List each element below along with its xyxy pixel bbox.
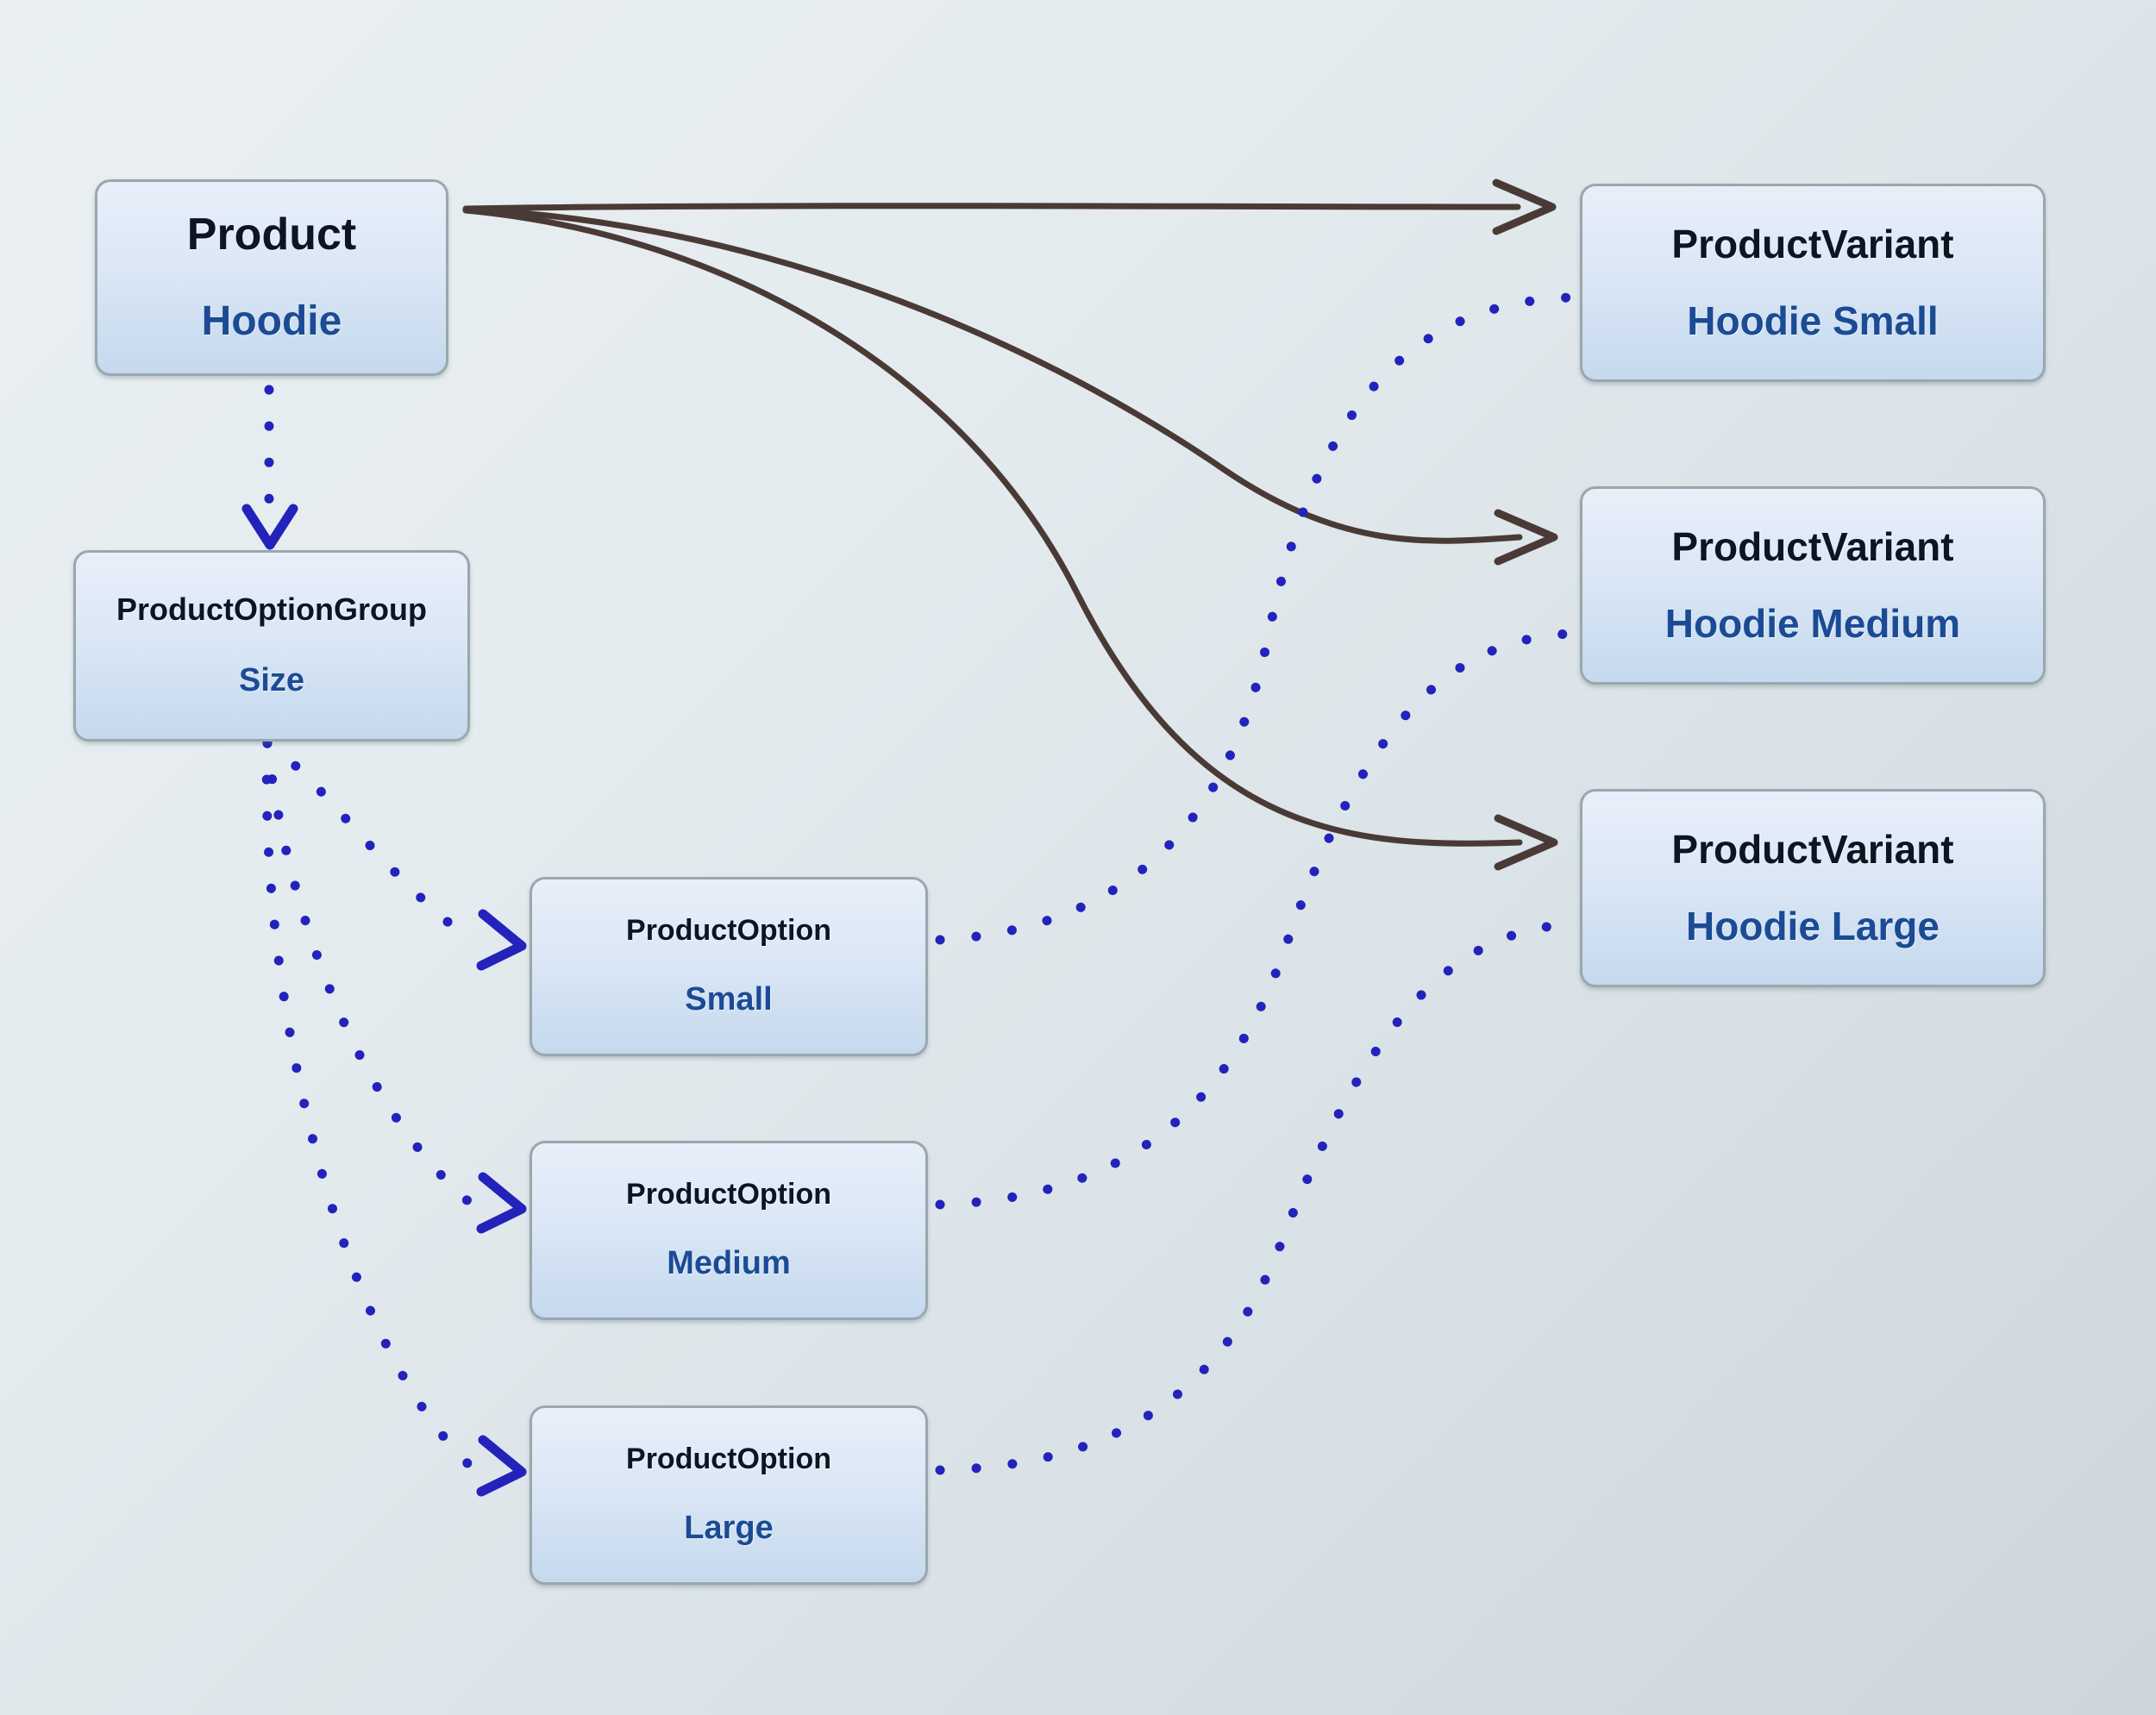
node-product-option-small-type: ProductOption xyxy=(626,914,831,948)
edge-option-small-to-variant-small xyxy=(935,292,1575,945)
edge-product-to-variant-medium xyxy=(462,206,1558,566)
edge-option-medium-to-variant-medium xyxy=(935,629,1575,1210)
edge-group-to-option-small xyxy=(262,738,527,971)
node-product-option-medium-type: ProductOption xyxy=(626,1178,831,1211)
node-product-option-large-type: ProductOption xyxy=(626,1443,831,1476)
node-product-variant-hoodie-medium-value: Hoodie Medium xyxy=(1664,601,1961,646)
node-product[interactable]: Product Hoodie xyxy=(95,179,448,376)
node-product-option-medium-value: Medium xyxy=(667,1244,791,1281)
node-product-option-small-value: Small xyxy=(685,980,773,1017)
edge-product-to-variant-large xyxy=(462,207,1558,871)
node-product-option-group-type: ProductOptionGroup xyxy=(116,591,427,628)
node-product-variant-hoodie-small-value: Hoodie Small xyxy=(1687,298,1939,343)
edge-product-to-variant-small xyxy=(462,178,1557,235)
node-product-option-medium[interactable]: ProductOption Medium xyxy=(530,1141,928,1320)
node-product-option-large-value: Large xyxy=(684,1509,774,1546)
node-product-type: Product xyxy=(186,210,357,260)
node-product-value: Hoodie xyxy=(201,298,342,345)
edge-group-to-option-large xyxy=(261,738,527,1497)
node-product-option-small[interactable]: ProductOption Small xyxy=(530,877,928,1056)
node-product-option-large[interactable]: ProductOption Large xyxy=(530,1405,928,1585)
node-product-variant-hoodie-small[interactable]: ProductVariant Hoodie Small xyxy=(1580,184,2046,382)
edge-group-to-option-medium xyxy=(262,738,527,1234)
node-product-variant-hoodie-large-type: ProductVariant xyxy=(1671,827,1954,873)
node-product-variant-hoodie-large[interactable]: ProductVariant Hoodie Large xyxy=(1580,789,2046,987)
node-product-option-group-value: Size xyxy=(238,661,305,698)
node-product-option-group[interactable]: ProductOptionGroup Size xyxy=(73,550,470,742)
edge-product-to-option-group xyxy=(241,385,298,550)
edge-option-large-to-variant-large xyxy=(935,919,1575,1475)
node-product-variant-hoodie-medium-type: ProductVariant xyxy=(1671,524,1954,570)
node-product-variant-hoodie-small-type: ProductVariant xyxy=(1671,222,1954,267)
node-product-variant-hoodie-medium[interactable]: ProductVariant Hoodie Medium xyxy=(1580,486,2046,685)
node-product-variant-hoodie-large-value: Hoodie Large xyxy=(1686,904,1940,948)
